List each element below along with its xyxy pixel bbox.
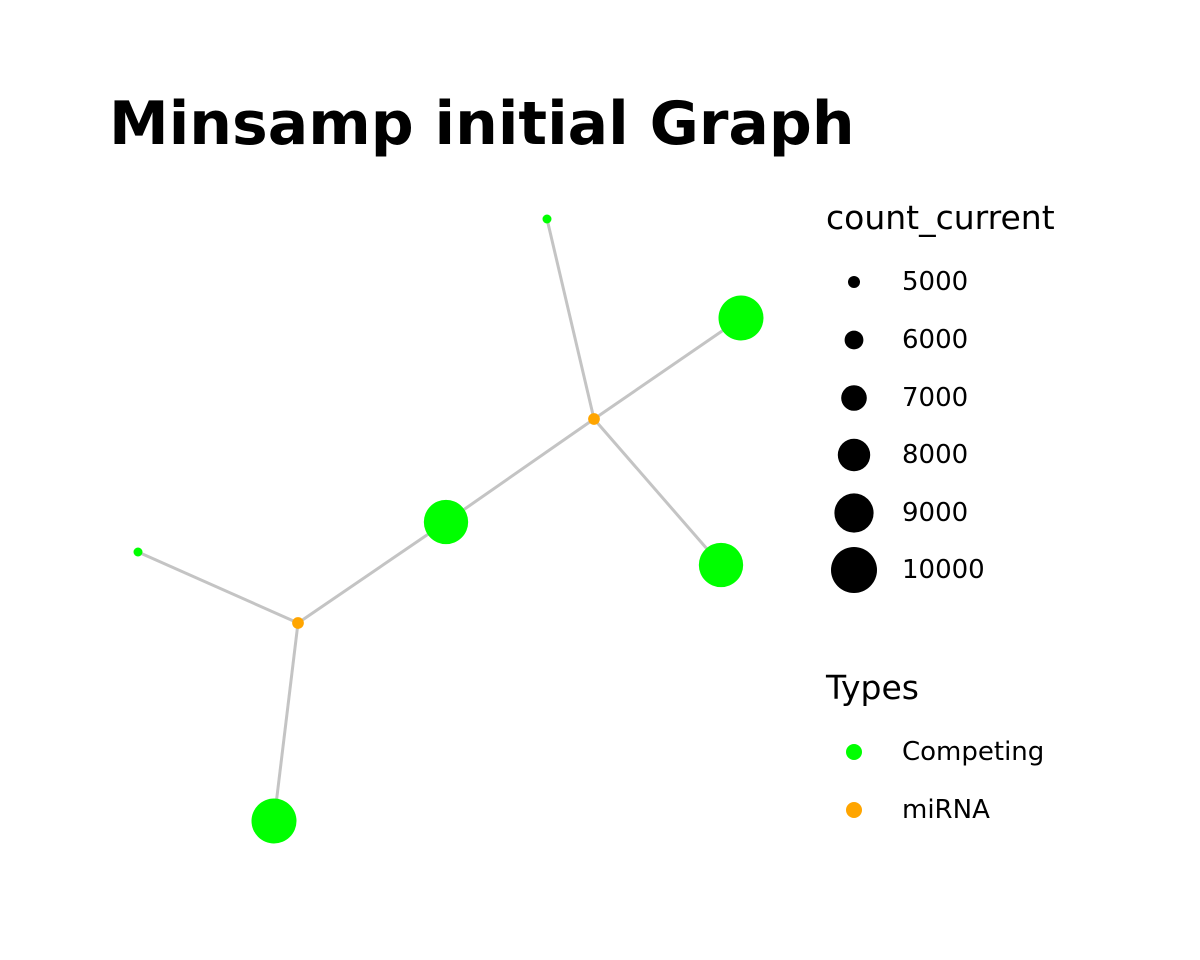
legend-size-label-10000: 10000 (902, 555, 985, 585)
graph-title: Minsamp initial Graph (109, 89, 855, 159)
graph-edge (137, 550, 299, 625)
mirna-node (292, 617, 304, 629)
legend-size-keys (831, 276, 877, 593)
graph-edge (272, 622, 300, 822)
competing-node (542, 214, 552, 224)
legend-size-key (841, 385, 867, 411)
legend-size-key (848, 276, 860, 288)
graph-edge (592, 418, 723, 566)
graph-edge (445, 417, 595, 524)
legend-size-key (831, 547, 877, 593)
legend-size-key (834, 493, 874, 533)
legend-size-key (844, 330, 864, 350)
legend-type-key-mirna (846, 802, 862, 818)
legend-size-label-7000: 7000 (902, 383, 969, 413)
competing-node (423, 499, 469, 545)
legend-size-label-8000: 8000 (902, 440, 969, 470)
legend-type-label-mirna: miRNA (902, 795, 990, 825)
legend-size-label-5000: 5000 (902, 267, 969, 297)
graph-edge (545, 218, 596, 420)
competing-node (133, 547, 143, 557)
legend-type-label-competing: Competing (902, 737, 1045, 767)
legend-size-label-9000: 9000 (902, 498, 969, 528)
legend-type-keys (846, 744, 862, 818)
graph-edge (593, 316, 742, 421)
legend-types-title: Types (826, 668, 919, 707)
nodes-layer (133, 214, 764, 844)
edges-layer (137, 218, 742, 822)
mirna-node (588, 413, 600, 425)
competing-node (718, 295, 764, 341)
legend-size-label-6000: 6000 (902, 325, 969, 355)
competing-node (251, 798, 297, 844)
graph-edge (297, 520, 447, 625)
legend-type-key-competing (846, 744, 862, 760)
competing-node (698, 542, 744, 588)
legend-size-key (837, 438, 871, 472)
legend-size-title: count_current (826, 198, 1055, 237)
